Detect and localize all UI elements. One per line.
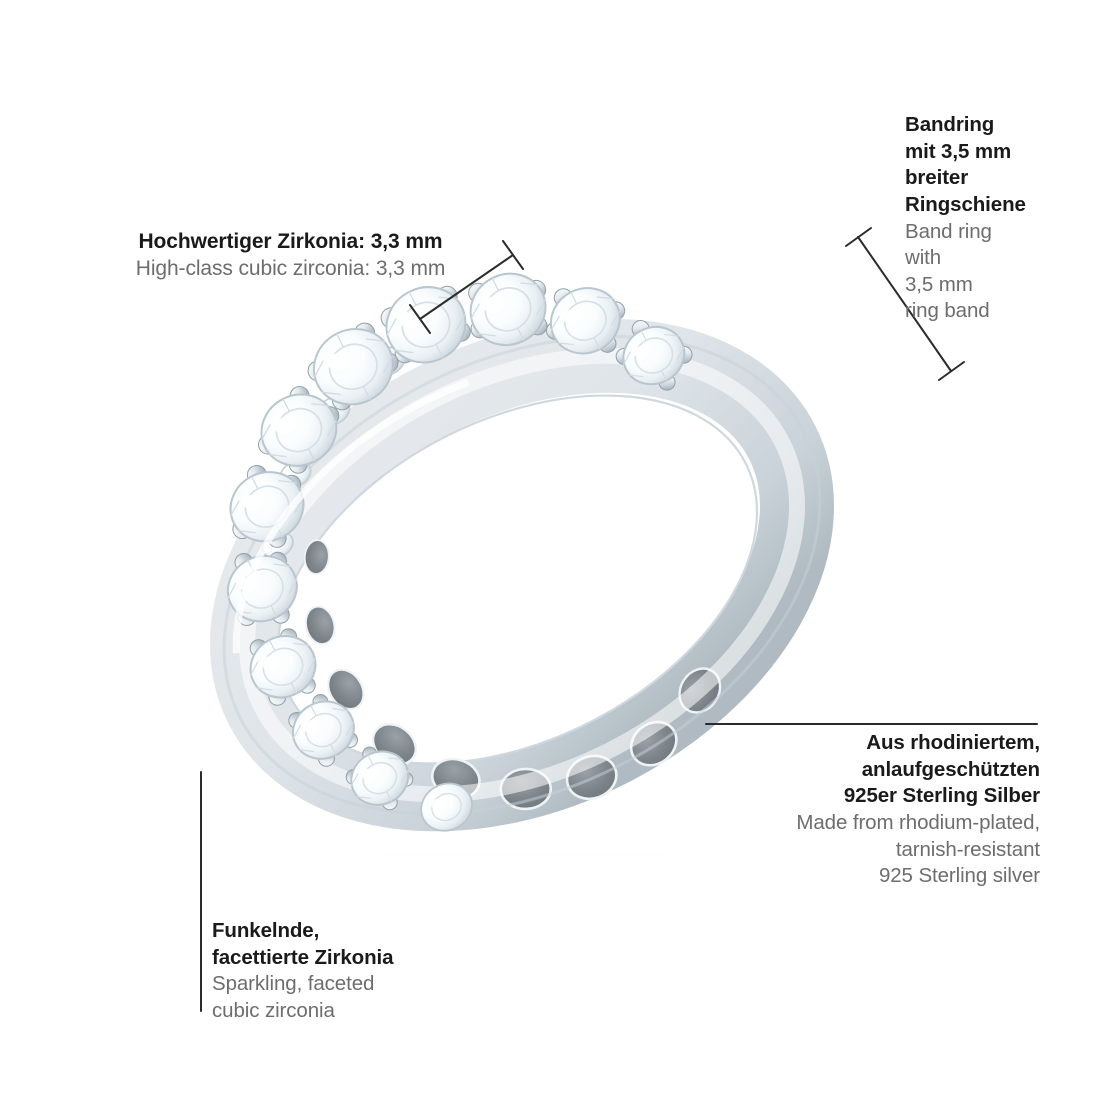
callout-material: Aus rhodiniertem, anlaufgeschützten 925e… bbox=[700, 730, 1040, 890]
callout-cubic-zirconia: Hochwertiger Zirkonia: 3,3 mm High-class… bbox=[118, 228, 463, 283]
callout-material-title: Aus rhodiniertem, anlaufgeschützten 925e… bbox=[843, 731, 1040, 808]
callout-cubic-zirconia-subtitle: High-class cubic zirconia: 3,3 mm bbox=[135, 257, 446, 281]
ring-reflection bbox=[284, 835, 760, 915]
callout-cubic-zirconia-title: Hochwertiger Zirkonia: 3,3 mm bbox=[138, 230, 443, 253]
callout-band-width: Bandring mit 3,5 mm breiter Ringschiene … bbox=[905, 112, 1095, 325]
callout-band-width-title: Bandring mit 3,5 mm breiter Ringschiene bbox=[905, 113, 1026, 216]
callout-sparkle: Funkelnde, facettierte Zirkonia Sparklin… bbox=[212, 918, 472, 1025]
callout-sparkle-title: Funkelnde, facettierte Zirkonia bbox=[212, 919, 394, 969]
callout-sparkle-subtitle: Sparkling, faceted cubic zirconia bbox=[212, 972, 375, 1022]
callout-material-subtitle: Made from rhodium-plated, tarnish-resist… bbox=[796, 810, 1040, 888]
callout-band-width-subtitle: Band ring with 3,5 mm ring band bbox=[905, 219, 992, 323]
